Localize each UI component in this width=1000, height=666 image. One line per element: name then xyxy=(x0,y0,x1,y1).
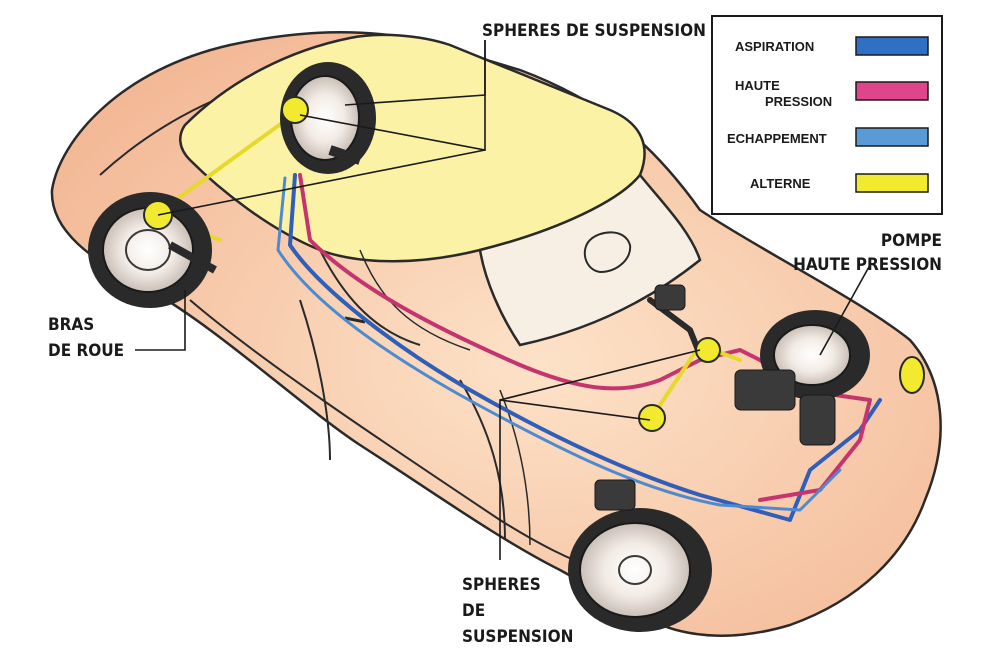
legend-label-pression: PRESSION xyxy=(765,94,832,109)
label-de-roue: DE ROUE xyxy=(48,341,124,361)
legend-swatch-haute-pression xyxy=(855,81,929,101)
rear-far-wheel xyxy=(280,62,376,174)
suspension-sphere-front-far xyxy=(695,337,721,363)
legend-swatch-echappement xyxy=(855,127,929,147)
legend-swatch-aspiration xyxy=(855,36,929,56)
legend-label-haute: HAUTE xyxy=(735,78,780,93)
legend: ASPIRATION HAUTE PRESSION ECHAPPEMENT AL… xyxy=(711,15,943,215)
leader-lines xyxy=(135,40,871,560)
label-spheres-bottom-1: SPHERES xyxy=(462,575,541,595)
legend-label-echappement: ECHAPPEMENT xyxy=(727,131,827,146)
windshield xyxy=(359,173,702,351)
suspension-spheres xyxy=(143,96,925,432)
suspension-sphere-front-near xyxy=(638,404,666,432)
label-haute-pression: HAUTE PRESSION xyxy=(793,255,942,275)
pump-assembly xyxy=(168,145,836,511)
label-spheres-bottom-3: SUSPENSION xyxy=(462,627,573,647)
label-pompe: POMPE xyxy=(881,231,942,251)
echappement-line xyxy=(276,176,842,512)
headlight xyxy=(899,356,925,394)
rear-near-wheel xyxy=(88,192,212,308)
label-spheres-top: SPHERES DE SUSPENSION xyxy=(482,21,706,41)
legend-label-alterne: ALTERNE xyxy=(750,176,811,191)
front-near-wheel xyxy=(568,508,712,632)
legend-label-aspiration: ASPIRATION xyxy=(735,39,814,54)
label-spheres-bottom-2: DE xyxy=(462,601,485,621)
aspiration-line xyxy=(288,173,882,522)
label-bras: BRAS xyxy=(48,315,94,335)
suspension-sphere-rear-far xyxy=(281,96,309,124)
legend-swatch-alterne xyxy=(855,173,929,193)
